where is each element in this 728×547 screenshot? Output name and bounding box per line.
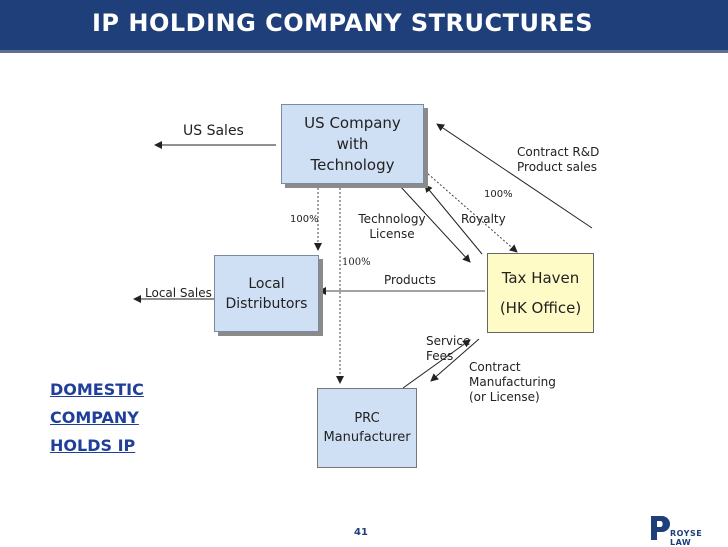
prc-manufacturer-box: PRC Manufacturer [317,388,417,468]
service-fees-arrow [402,339,471,389]
tax-haven-line-1: Tax Haven [501,269,580,287]
us-company-line-1: US Company [304,113,401,132]
technology-license-line-1: Technology [358,212,426,226]
us-company-box: US Company with Technology [281,104,424,184]
us-company-line-3: Technology [310,155,395,174]
title-bar: IP HOLDING COMPANY STRUCTURES [0,0,728,53]
local-distributors-line-1: Local [248,275,285,292]
domestic-line-2: COMPANY [50,408,139,427]
slide-title: IP HOLDING COMPANY STRUCTURES [92,9,594,37]
domestic-line-3: HOLDS IP [50,436,136,455]
tax-haven-box: Tax Haven (HK Office) [487,253,594,333]
tax-haven-line-2: (HK Office) [499,299,582,317]
royalty-label: Royalty [461,212,506,226]
logo-text: ROYSE LAW [670,529,703,547]
contract-manufacturing-line-3: (or License) [469,390,540,404]
technology-license-label: Technology License [358,212,426,242]
contract-manufacturing-line-2: Manufacturing [469,375,556,389]
royalty-arrow [424,184,483,255]
contract-rd-label: Contract R&D Product sales [517,145,599,175]
technology-license-arrow [399,185,471,263]
page-number: 41 [354,527,368,538]
local-distributors-line-2: Distributors [225,295,308,312]
contract-rd-line-2: Product sales [517,160,597,174]
royse-law-logo-mark-icon [651,516,670,540]
service-fees-label: Service Fees [426,334,470,364]
local-distributors-box: Local Distributors [214,255,319,332]
us-company-line-2: with [336,134,369,153]
pct-prc-label: 100% [342,257,371,268]
us-sales-label: US Sales [183,123,244,139]
contract-manufacturing-line-1: Contract [469,360,521,374]
prc-manufacturer-line-2: Manufacturer [323,430,411,445]
contract-rd-arrow [436,123,593,229]
prc-manufacturer-line-1: PRC [354,411,380,426]
local-sales-label: Local Sales [145,286,212,300]
pct-tax-haven-label: 100% [484,189,513,200]
contract-manufacturing-label: Contract Manufacturing (or License) [469,360,556,405]
service-fees-line-1: Service [426,334,471,348]
contract-manufacturing-arrow [430,338,480,382]
products-label: Products [384,273,436,287]
pct-local-label: 100% [290,214,319,225]
domestic-company-note: DOMESTIC COMPANY HOLDS IP [50,376,144,460]
contract-rd-line-1: Contract R&D [517,145,600,159]
technology-license-line-2: License [369,227,415,241]
royse-law-logo: ROYSE LAW [648,514,724,547]
domestic-line-1: DOMESTIC [50,380,144,399]
ownership-tax-haven-line [418,165,518,253]
service-fees-line-2: Fees [426,349,454,363]
